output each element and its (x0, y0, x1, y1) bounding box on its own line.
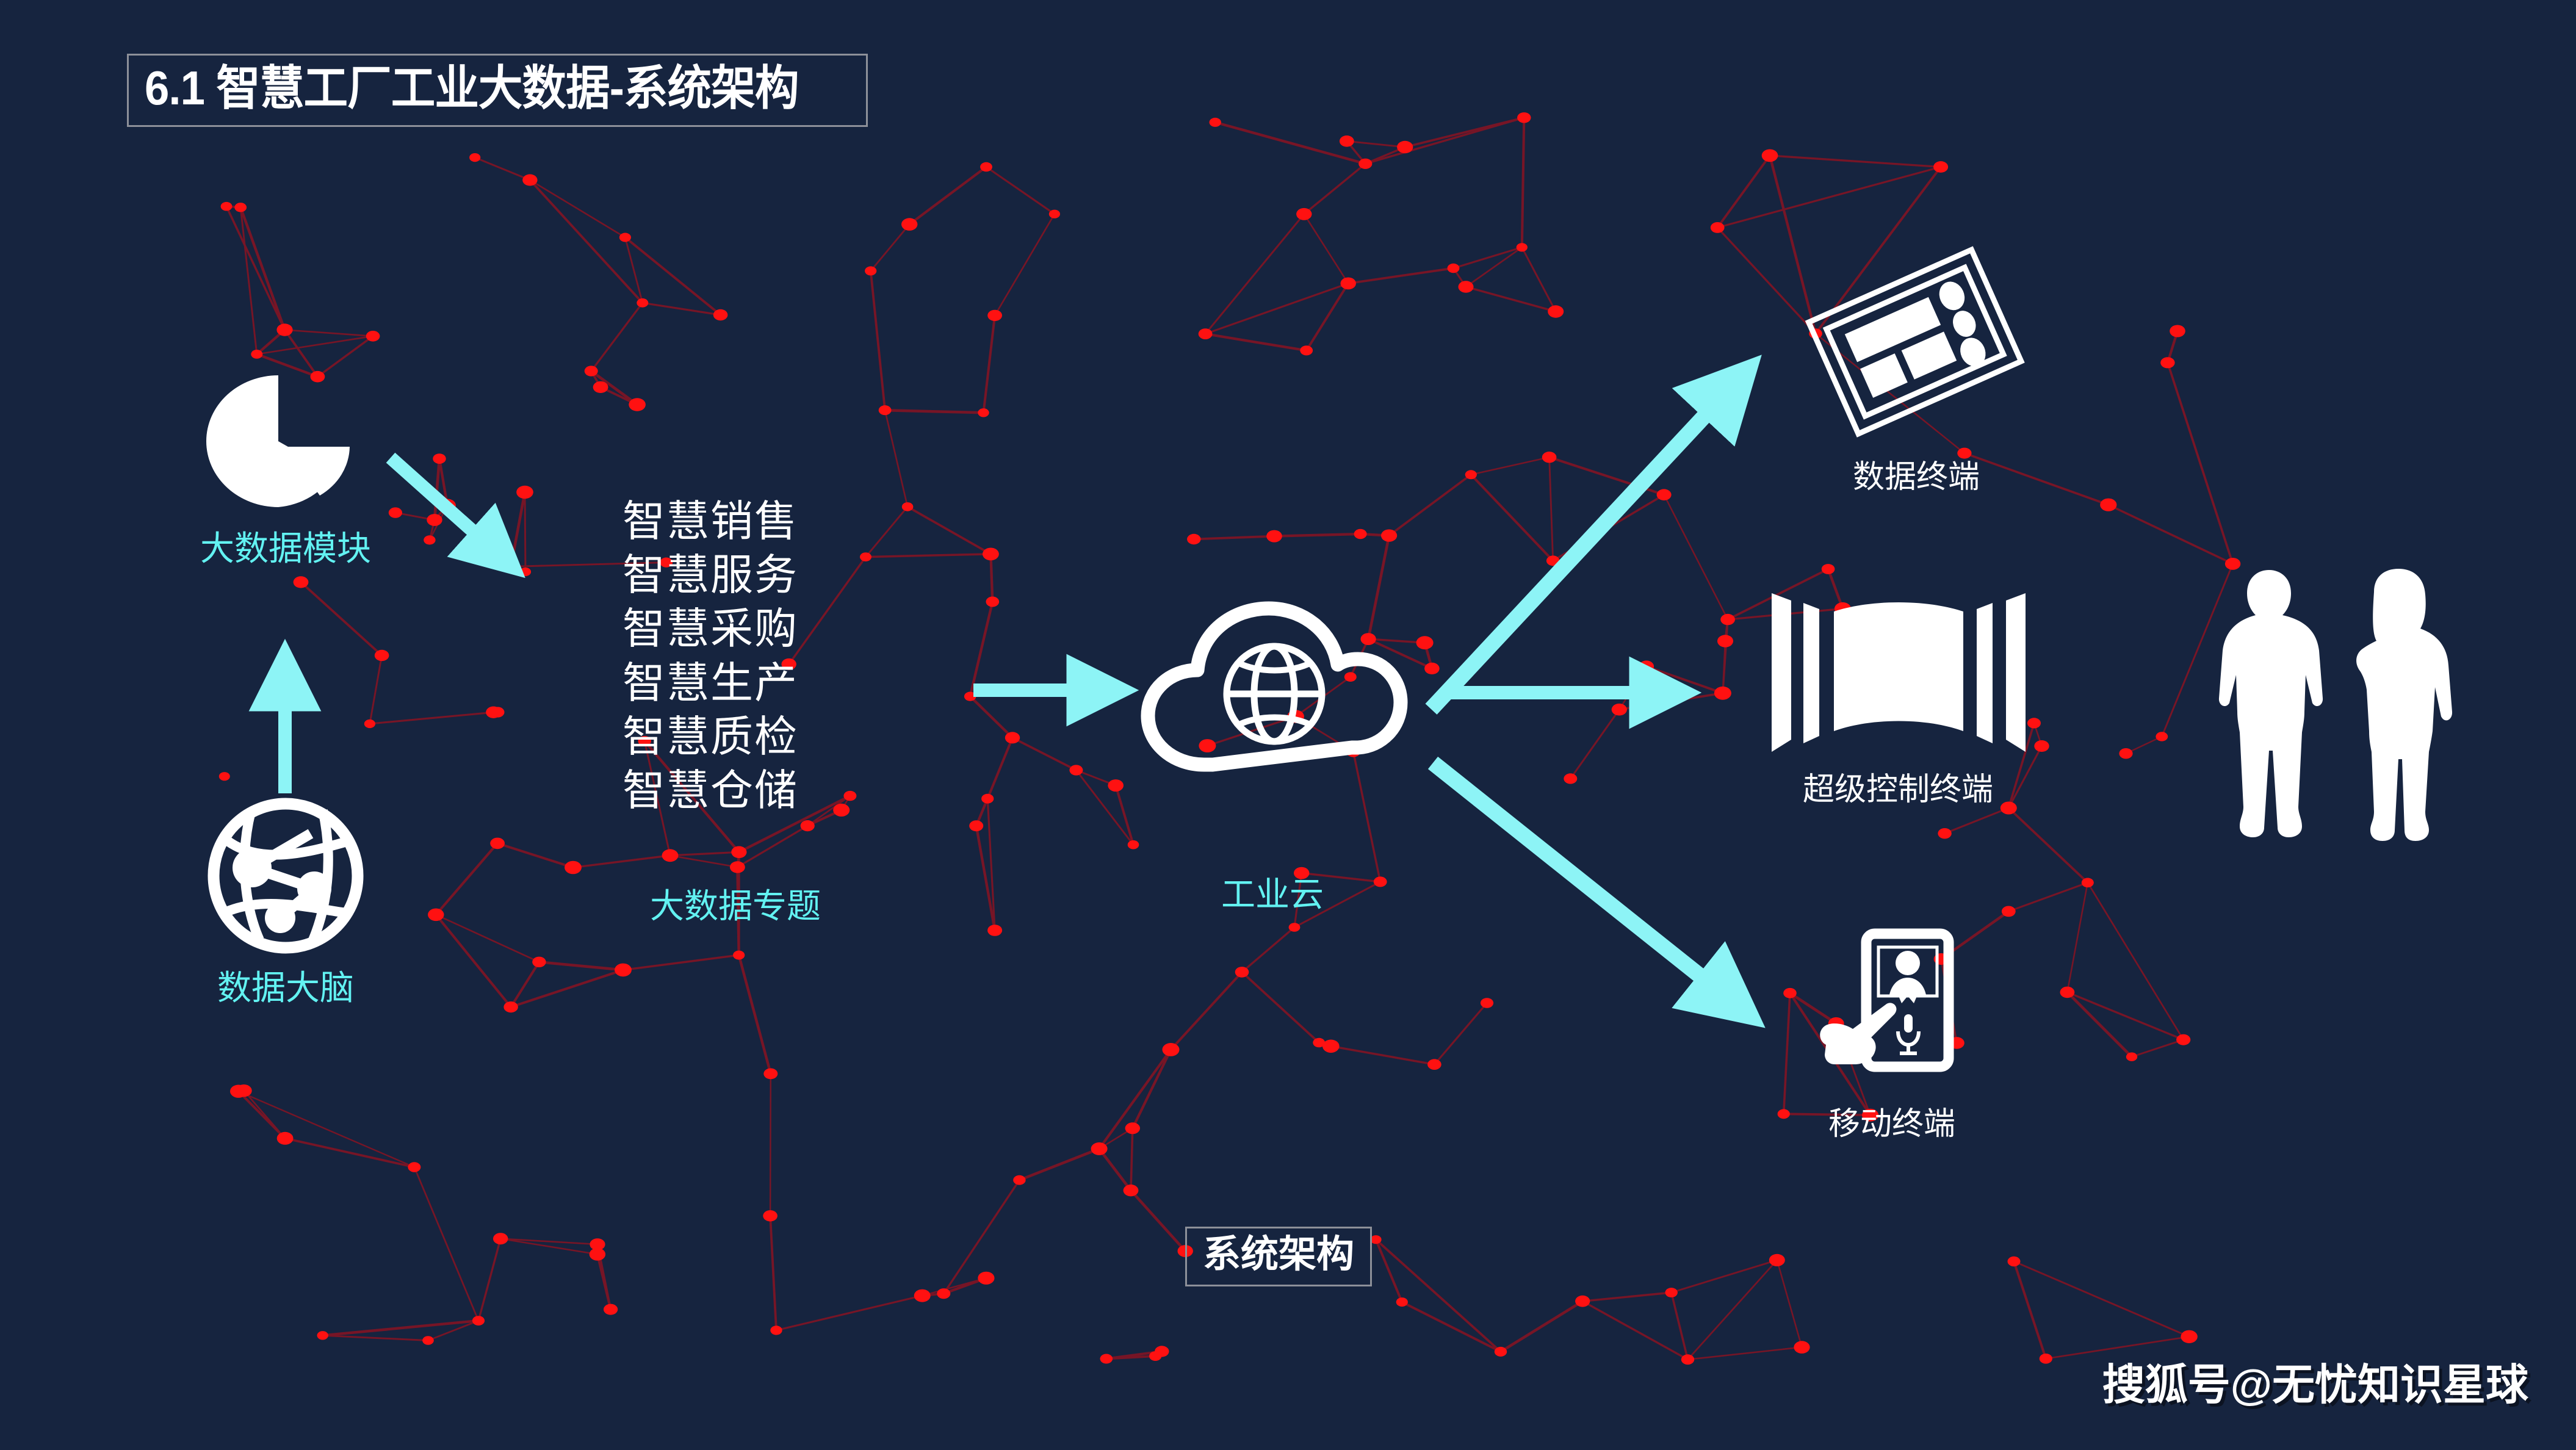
arrow-cloud-to-mobile-terminal (1427, 756, 1766, 1028)
node-label: 超级控制终端 (1802, 772, 1993, 807)
cloud-globe-icon (1141, 601, 1408, 772)
node-data-brain[interactable]: 数据大脑 (157, 793, 414, 1007)
node-data-terminal[interactable]: 数据终端 (1745, 246, 2087, 495)
multi-panel-display-icon (1772, 593, 2026, 752)
big-data-topic-list: 智慧销售 智慧服务 智慧采购 智慧生产 智慧质检 智慧仓储 (622, 494, 798, 817)
watermark: 搜狐号@无忧知识星球 (2102, 1361, 2528, 1409)
topic-item[interactable]: 智慧仓储 (622, 766, 798, 814)
topic-item[interactable]: 智慧生产 (622, 658, 798, 707)
tilted-display-icon (1805, 246, 2025, 438)
node-mobile-terminal[interactable]: 移动终端 (1752, 928, 2032, 1142)
topic-item[interactable]: 智慧服务 (622, 551, 798, 599)
node-label: 工业云 (1221, 875, 1324, 914)
node-label: 移动终端 (1828, 1106, 1955, 1142)
topic-item[interactable]: 智慧质检 (622, 712, 798, 760)
bottom-caption: 系统架构 (1185, 1227, 1373, 1286)
node-big-data-module[interactable]: 大数据模块 (157, 366, 414, 568)
node-industrial-cloud[interactable]: 工业云 (1126, 601, 1419, 914)
node-label: 大数据模块 (200, 529, 371, 568)
pie-chart-icon (206, 375, 350, 507)
bottom-caption-text: 系统架构 (1203, 1233, 1355, 1275)
topic-item[interactable]: 智慧采购 (622, 605, 798, 653)
node-label: 数据终端 (1852, 460, 1980, 495)
arrow-module-to-topics (386, 452, 525, 579)
two-people-silhouette-icon (2218, 569, 2453, 841)
page-title-text: 6.1 智慧工厂工业大数据-系统架构 (145, 61, 799, 115)
network-globe-icon (207, 798, 364, 954)
topic-item[interactable]: 智慧销售 (622, 497, 798, 545)
smartphone-hand-icon (1820, 928, 1954, 1072)
node-people (2191, 568, 2478, 873)
node-super-control-terminal[interactable]: 超级控制终端 (1703, 586, 2093, 807)
page-title: 6.1 智慧工厂工业大数据-系统架构 (127, 54, 868, 127)
big-data-topic-group-label: 大数据专题 (650, 887, 821, 925)
node-label: 数据大脑 (217, 968, 354, 1007)
arrow-cloud-to-data-terminal (1425, 355, 1762, 715)
